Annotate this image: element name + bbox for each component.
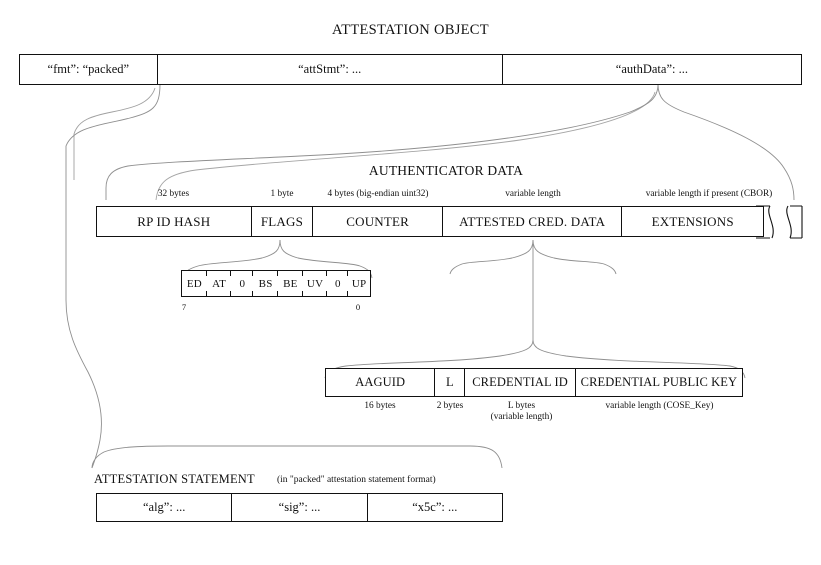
size-credential-public-key: variable length (COSE_Key) [605,401,714,411]
authenticator-data-title: AUTHENTICATOR DATA [368,163,524,178]
flag-bit-uv[interactable]: UV [303,271,328,296]
truncation-break-icon [756,205,803,239]
cell-credential-id[interactable]: CREDENTIAL ID [465,369,576,396]
cell-attested-cred-data[interactable]: ATTESTED CRED. DATA [443,207,623,236]
flag-bit-rfu1[interactable]: 0 [327,271,349,296]
attestation-object-row: “fmt”: “packed” “attStmt”: ... “authData… [19,54,802,85]
authenticator-data-row: RP ID HASH FLAGS COUNTER ATTESTED CRED. … [96,206,764,237]
size-credential-id: L bytes [507,401,536,411]
bit-index-high: 7 [181,302,187,312]
flag-bit-ed[interactable]: ED [182,271,207,296]
flag-bit-at[interactable]: AT [207,271,232,296]
attestation-statement-row: “alg”: ... “sig”: ... “x5c”: ... [96,493,503,522]
bit-index-low: 0 [355,302,361,312]
cell-x5c[interactable]: “x5c”: ... [412,500,458,514]
flag-bit-up[interactable]: UP [351,277,367,290]
cell-counter[interactable]: COUNTER [313,207,443,236]
cell-credential-public-key[interactable]: CREDENTIAL PUBLIC KEY [580,375,738,389]
attestation-statement-note: (in "packed" attestation statement forma… [277,475,436,485]
flag-bit-be[interactable]: BE [278,271,303,296]
size-credential-id-note: (variable length) [490,412,553,422]
cell-l[interactable]: L [435,369,466,396]
cell-rp-id-hash[interactable]: RP ID HASH [97,207,252,236]
size-counter: 4 bytes (big-endian uint32) [327,189,429,199]
size-attested-cred-data: variable length [505,189,561,199]
flag-bit-rfu2[interactable]: 0 [231,271,254,296]
flag-bit-bs[interactable]: BS [253,271,278,296]
attested-credential-data-row: AAGUID L CREDENTIAL ID CREDENTIAL PUBLIC… [325,368,743,397]
attestation-statement-title: ATTESTATION STATEMENT [94,472,255,486]
size-aaguid: 16 bytes [364,401,396,411]
page-title: ATTESTATION OBJECT [332,22,489,38]
size-rp-id-hash: 32 bytes [157,189,190,199]
cell-authdata[interactable]: “authData”: ... [615,62,688,76]
size-flags: 1 byte [270,189,294,199]
cell-aaguid[interactable]: AAGUID [326,369,436,396]
cell-attstmt[interactable]: “attStmt”: ... [158,55,503,84]
cell-flags[interactable]: FLAGS [252,207,314,236]
size-l: 2 bytes [436,401,464,411]
cell-sig[interactable]: “sig”: ... [232,494,368,521]
cell-fmt[interactable]: “fmt”: “packed” [20,55,158,84]
size-extensions: variable length if present (CBOR) [645,189,773,199]
cell-alg[interactable]: “alg”: ... [97,494,233,521]
flags-byte-row: ED AT 0 BS BE UV 0 UP [181,270,371,297]
cell-extensions[interactable]: EXTENSIONS [651,213,734,229]
